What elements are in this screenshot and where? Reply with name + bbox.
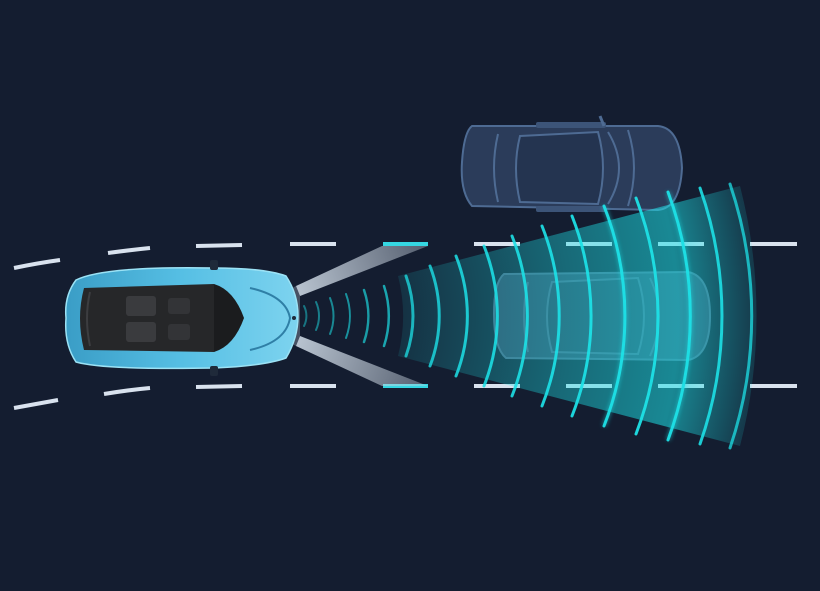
- lane-dash: [13, 398, 59, 410]
- lane-dash: [103, 386, 151, 396]
- suv-topview-icon: [64, 260, 299, 376]
- lane-dash: [13, 258, 61, 270]
- radar-sensor-field: [303, 182, 757, 450]
- sedan-topview-icon: [460, 115, 684, 212]
- lane-dash: [195, 384, 243, 389]
- radar-fan-area: [398, 186, 757, 446]
- beam-lower: [296, 336, 428, 386]
- lane-dash: [195, 243, 243, 248]
- lane-dash: [107, 246, 151, 255]
- beam-upper: [296, 246, 428, 296]
